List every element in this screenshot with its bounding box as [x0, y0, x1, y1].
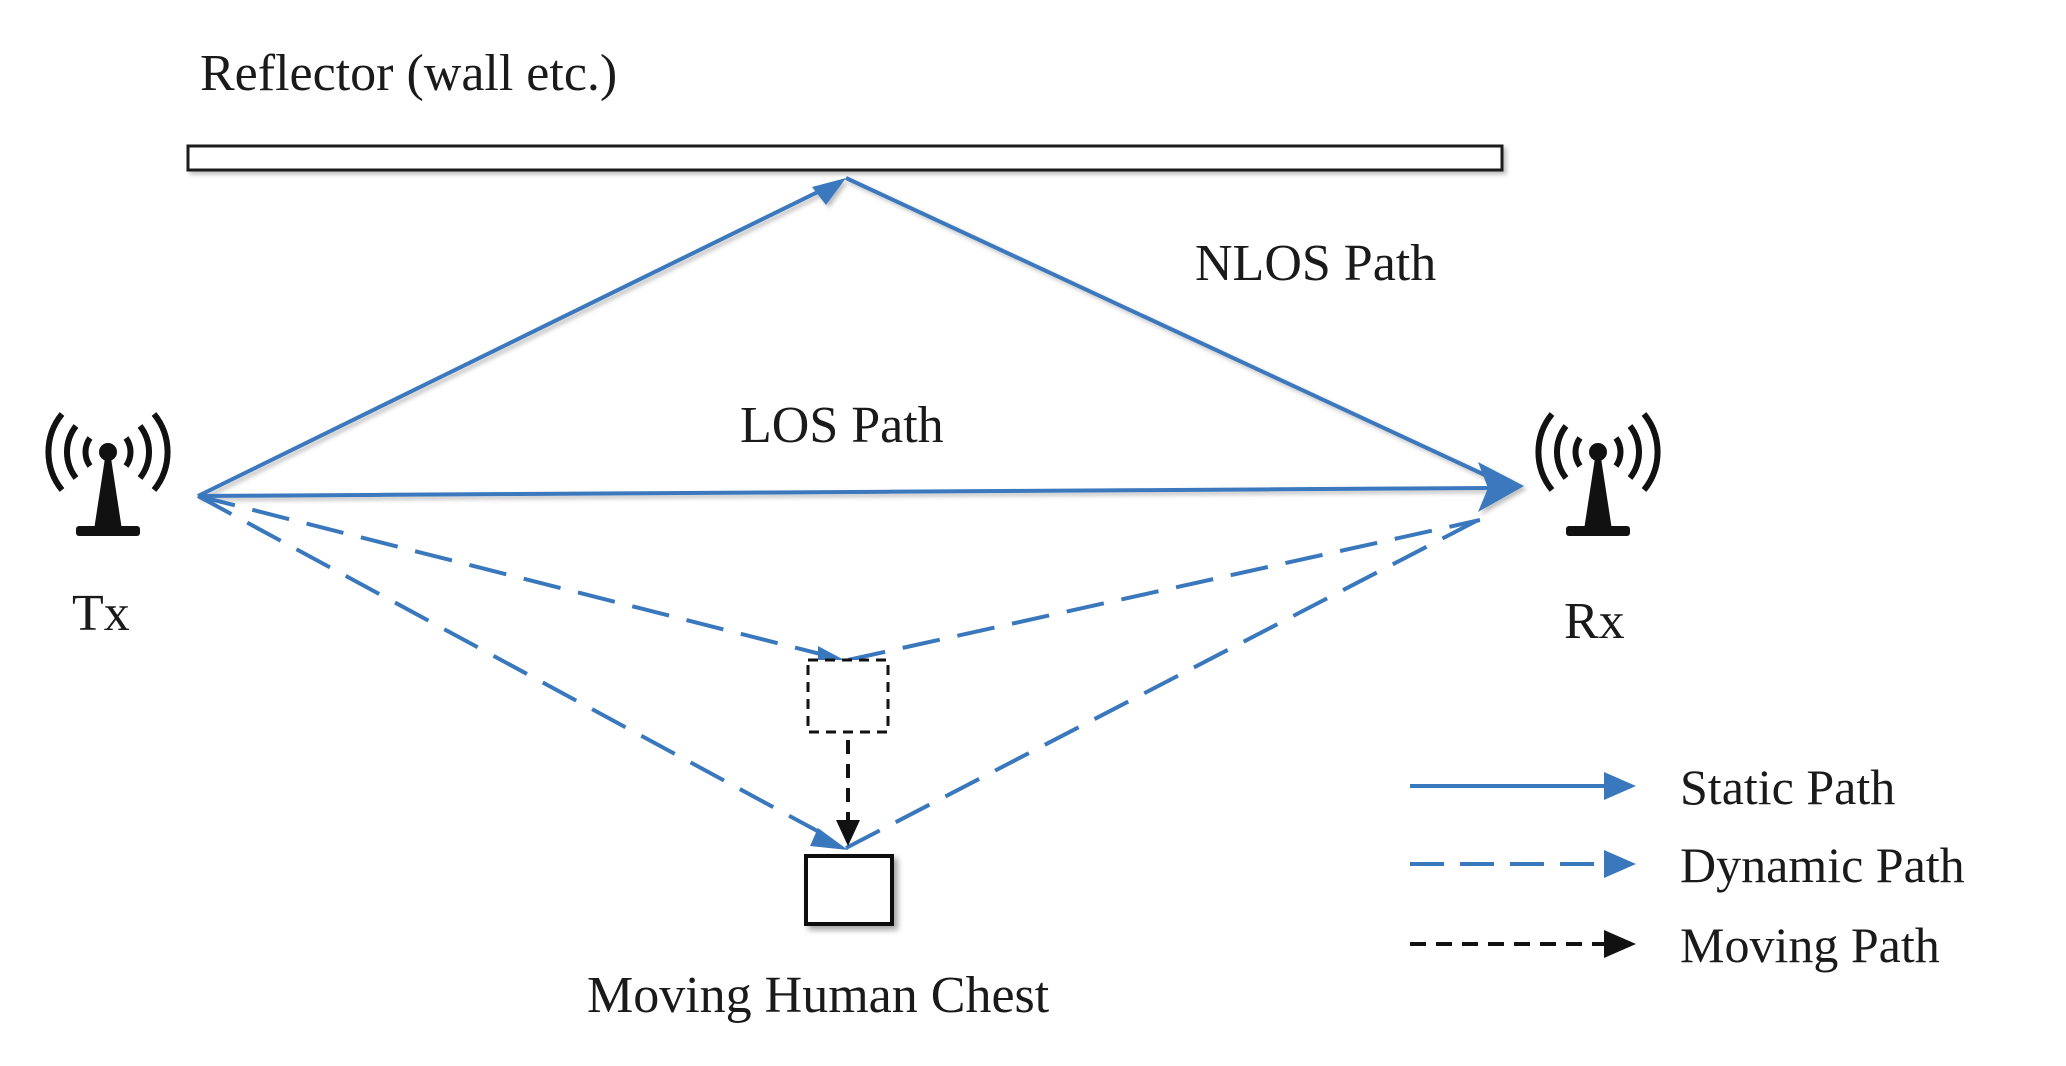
legend-dynamic: Dynamic Path: [1410, 837, 1965, 893]
tx-antenna-icon: [45, 412, 171, 536]
rx-antenna-icon: [1535, 412, 1661, 536]
rx-label: Rx: [1564, 593, 1625, 650]
legend: Static Path Dynamic Path Moving Path: [1410, 759, 1965, 973]
los-path: [197, 462, 1524, 512]
legend-static-label: Static Path: [1680, 759, 1895, 815]
legend-dynamic-label: Dynamic Path: [1680, 837, 1965, 893]
chest-label: Moving Human Chest: [587, 967, 1050, 1024]
legend-moving: Moving Path: [1410, 917, 1940, 973]
moving-path: [836, 740, 860, 846]
legend-static: Static Path: [1410, 759, 1895, 815]
reflector-wall: [186, 144, 1504, 172]
legend-moving-label: Moving Path: [1680, 917, 1940, 973]
dynamic-path-upper: [197, 494, 1481, 662]
dynamic-arrow-lower: [810, 828, 848, 850]
reflector-label: Reflector (wall etc.): [200, 45, 617, 102]
nlos-path-label: NLOS Path: [1195, 235, 1436, 292]
chest-previous-position: [806, 658, 890, 734]
tx-label: Tx: [72, 585, 130, 642]
chest-current-position: [804, 854, 894, 926]
los-path-label: LOS Path: [740, 397, 944, 454]
dynamic-path-lower: [197, 494, 1483, 850]
nlos-path: [197, 176, 1501, 498]
